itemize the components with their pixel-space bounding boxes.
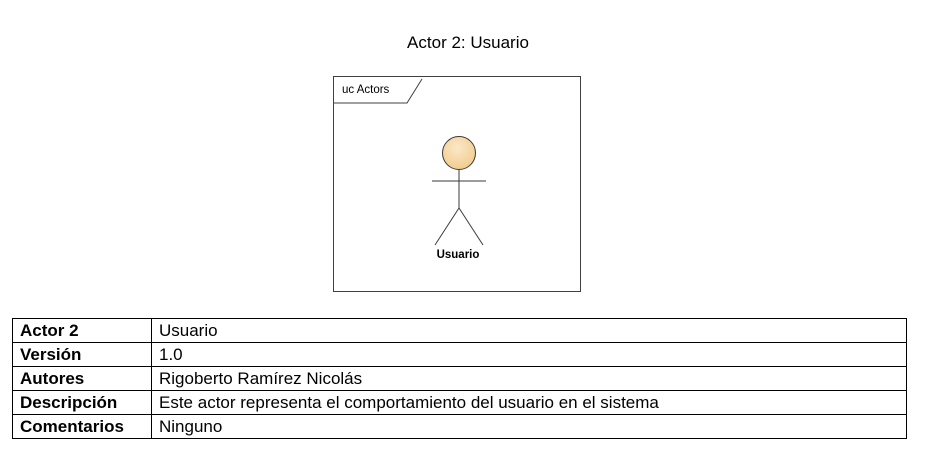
uml-usecase-frame: uc Actors Usuario: [333, 76, 581, 292]
row-key: Actor 2: [12, 318, 152, 343]
table-row: Descripción Este actor representa el com…: [12, 390, 907, 415]
row-key: Versión: [12, 342, 152, 367]
actor-right-leg: [458, 207, 484, 246]
table-row: Comentarios Ninguno: [12, 414, 907, 439]
row-key: Comentarios: [12, 414, 152, 439]
actor-head: [442, 136, 476, 170]
uml-frame-graphics: [334, 78, 486, 246]
row-value: Rigoberto Ramírez Nicolás: [151, 366, 907, 391]
row-value: Ninguno: [151, 414, 907, 439]
row-key: Descripción: [12, 390, 152, 415]
table-row: Versión 1.0: [12, 342, 907, 367]
row-value: Este actor representa el comportamiento …: [151, 390, 907, 415]
table-row: Actor 2 Usuario: [12, 318, 907, 343]
frame-tab-outline: [334, 78, 423, 104]
actor-left-leg: [434, 207, 460, 246]
frame-label: uc Actors: [342, 84, 390, 96]
figure-caption: Actor 2: Usuario: [407, 33, 529, 52]
row-key: Autores: [12, 366, 152, 391]
table-row: Autores Rigoberto Ramírez Nicolás: [12, 366, 907, 391]
actor-name: Usuario: [436, 249, 480, 261]
actor-info-table: Actor 2 Usuario Versión 1.0 Autores Rigo…: [12, 318, 907, 439]
row-value: 1.0: [151, 342, 907, 367]
row-value: Usuario: [151, 318, 907, 343]
actor-stick-figure: [432, 136, 486, 246]
